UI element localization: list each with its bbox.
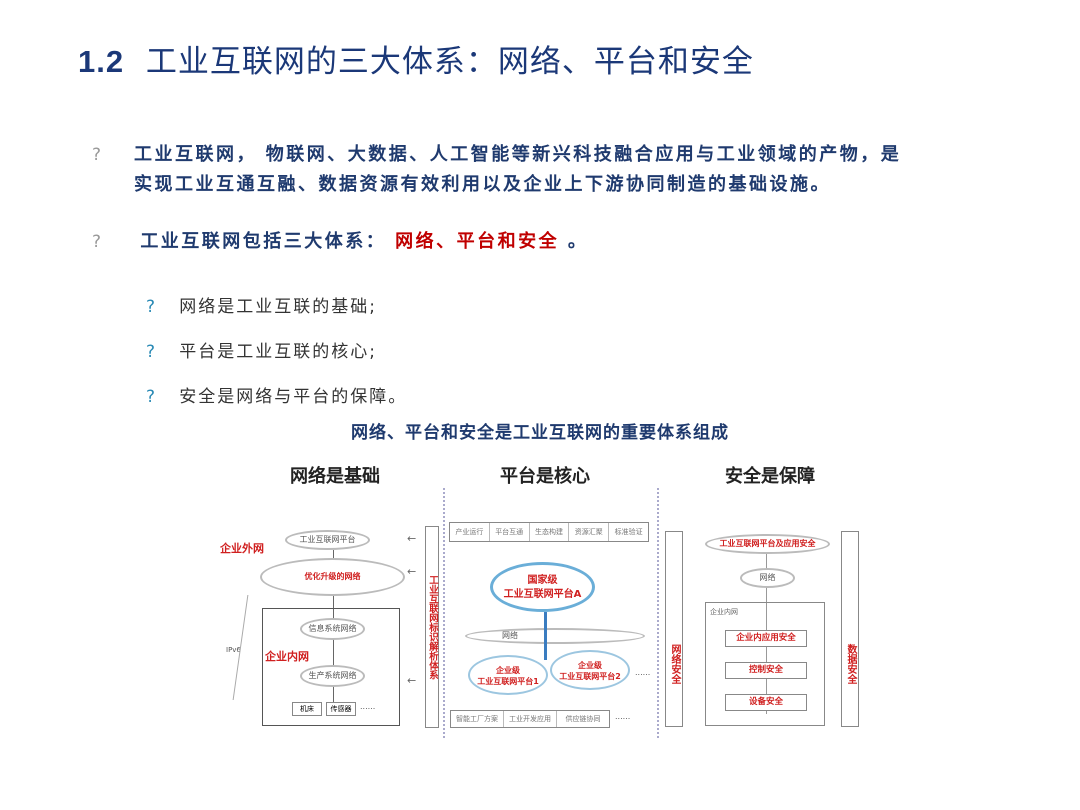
device-box: 传感器 (326, 702, 356, 716)
intranet-label: 企业内网 (710, 608, 738, 616)
bullet-2: ? 工业互联网包括三大体系： 网络、平台和安全 。 (92, 227, 588, 257)
enterprise-platform-1-cloud: 企业级工业互联网平台1 (468, 655, 548, 695)
ellipsis: ...... (615, 712, 631, 721)
network-cloud: 网络 (740, 568, 795, 588)
data-security-bar: 数据安全 (841, 531, 859, 727)
application-item: 智能工厂方案 (451, 711, 504, 727)
sub-bullet-marker: ? (146, 297, 158, 317)
sub-bullet-text: 网络是工业互联的基础; (179, 297, 377, 317)
architecture-diagram: 网络是基础 企业外网 工业互联网平台 优化升级的网络 信息系统网络 企业内网 生… (200, 450, 880, 740)
ipv6-label: IPv6 (226, 646, 241, 654)
enterprise-platform-2-cloud: 企业级工业互联网平台2 (550, 650, 630, 690)
bidirectional-arrow-icon (544, 612, 547, 660)
network-cloud: 网络 (465, 628, 645, 644)
section-divider (443, 488, 445, 738)
application-item: 工业开发应用 (504, 711, 557, 727)
info-system-cloud: 信息系统网络 (300, 618, 365, 640)
highlight-text: 网络、平台和安全 (395, 231, 560, 252)
arrow-left-icon: ← (407, 532, 417, 545)
arrow-left-icon: ← (407, 674, 417, 687)
ellipsis: ...... (635, 668, 651, 677)
capability-item: 平台互通 (490, 523, 530, 541)
network-heading: 网络是基础 (290, 466, 380, 487)
security-layer: 企业内应用安全 (725, 630, 807, 647)
upgraded-network-cloud: 优化升级的网络 (260, 558, 405, 596)
platform-security-cloud: 工业互联网平台及应用安全 (705, 534, 830, 554)
security-layer: 控制安全 (725, 662, 807, 679)
capability-item: 产业运行 (450, 523, 490, 541)
cloud-line: 企业级 (578, 661, 602, 670)
sub-bullet-marker: ? (146, 387, 158, 407)
capability-item: 标准验证 (614, 528, 643, 536)
diagram-caption: 网络、平台和安全是工业互联网的重要体系组成 (351, 423, 729, 443)
sub-bullet: ? 平台是工业互联的核心; (146, 330, 407, 375)
bullet-marker: ? (92, 232, 104, 252)
platform-capabilities: 产业运行 平台互通 生态构建 资源汇聚 标准验证 (449, 522, 649, 542)
platform-heading: 平台是核心 (500, 466, 590, 487)
section-divider (657, 488, 659, 738)
sub-bullet-text: 安全是网络与平台的保障。 (179, 387, 408, 407)
security-layer: 设备安全 (725, 694, 807, 711)
ellipsis: ...... (360, 702, 376, 711)
sub-bullet-list: ? 网络是工业互联的基础; ? 平台是工业互联的核心; ? 安全是网络与平台的保… (146, 285, 407, 420)
cloud-line: 工业互联网平台1 (477, 677, 539, 686)
security-heading: 安全是保障 (725, 466, 815, 487)
network-security-bar: 网络安全 (665, 531, 683, 727)
sub-bullet-marker: ? (146, 342, 158, 362)
cloud-line: 工业互联网平台A (503, 589, 582, 600)
page-title: 1.2 工业互联网的三大体系：网络、平台和安全 (78, 44, 754, 80)
intranet-box (705, 602, 825, 726)
national-platform-cloud: 国家级工业互联网平台A (490, 562, 595, 612)
platform-cloud: 工业互联网平台 (285, 530, 370, 550)
application-item: 供应链协同 (565, 715, 601, 723)
bullet-suffix: 。 (567, 231, 589, 252)
cloud-line: 企业级 (496, 666, 520, 675)
sub-bullet: ? 网络是工业互联的基础; (146, 285, 407, 330)
sub-bullet-text: 平台是工业互联的核心; (179, 342, 377, 362)
device-box: 机床 (292, 702, 322, 716)
intranet-box (262, 608, 400, 726)
platform-applications: 智能工厂方案 工业开发应用 供应链协同 (450, 710, 610, 728)
bullet-1: ? 工业互联网， 物联网、大数据、人工智能等新兴科技融合应用与工业领域的产物，是… (92, 140, 901, 200)
bullet-text: 工业互联网包括三大体系： (140, 231, 387, 252)
capability-item: 资源汇聚 (569, 523, 610, 541)
bullet-text: 实现工业互通互融、数据资源有效利用以及企业上下游协同制造的基础设施。 (134, 174, 831, 195)
sub-bullet: ? 安全是网络与平台的保障。 (146, 375, 407, 420)
arrow-left-icon: ← (407, 565, 417, 578)
cloud-line: 国家级 (527, 575, 558, 586)
inner-network-label: 企业内网 (265, 650, 309, 663)
bullet-marker: ? (92, 145, 104, 165)
identity-resolution-bar: 工业互联网标识解析体系 (425, 526, 439, 728)
outer-network-label: 企业外网 (220, 542, 264, 555)
production-system-cloud: 生产系统网络 (300, 665, 365, 687)
capability-item: 生态构建 (530, 523, 570, 541)
bullet-text: 工业互联网， 物联网、大数据、人工智能等新兴科技融合应用与工业领域的产物，是 (134, 144, 902, 165)
cloud-line: 工业互联网平台2 (559, 672, 621, 681)
